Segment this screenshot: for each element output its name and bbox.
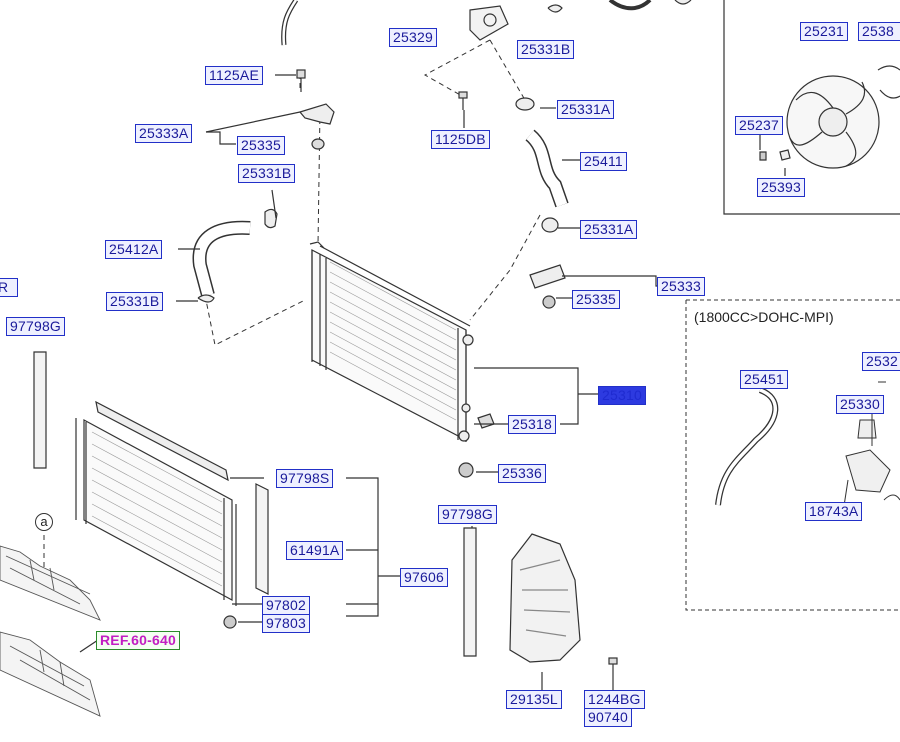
part-label-25333[interactable]: 25333 [657,277,705,296]
cooling-fan-25231 [786,75,880,169]
part-label-1244BG[interactable]: 1244BG [584,690,645,709]
part-label-18743A[interactable]: 18743A [805,502,863,521]
part-label-25310-selected[interactable]: 25310 [598,386,646,405]
part-label-25331B[interactable]: 25331B [238,164,296,183]
part-label-1125DB[interactable]: 1125DB [431,130,490,149]
part-label-25318[interactable]: 25318 [508,415,556,434]
part-label-25237[interactable]: 25237 [735,116,783,135]
part-label-61491A[interactable]: 61491A [286,541,344,560]
part-label-97798S[interactable]: 97798S [276,469,334,488]
part-label-25331B[interactable]: 25331B [517,40,575,59]
radiator-assembly [309,241,474,442]
air-guard-29135L [509,533,581,663]
engine-variant-caption: (1800CC>DOHC-MPI) [694,309,834,325]
reference-label[interactable]: REF.60-640 [96,631,180,650]
part-label-25411[interactable]: 25411 [580,152,627,171]
part-label-25451[interactable]: 25451 [740,370,788,389]
thermostat-housing [845,449,891,493]
callout-circle-a[interactable]: a [35,513,53,531]
part-label-97798G[interactable]: 97798G [6,317,66,336]
part-label-90740[interactable]: 90740 [584,708,632,727]
edge-label[interactable]: R [0,278,18,297]
part-label-25335[interactable]: 25335 [572,290,620,309]
part-label-2532x[interactable]: 2532 [862,352,900,371]
part-label-25393[interactable]: 25393 [757,178,805,197]
bolt-1125AE [296,69,306,92]
part-label-25231[interactable]: 25231 [800,22,848,41]
part-label-25330[interactable]: 25330 [836,395,884,414]
part-label-25331A[interactable]: 25331A [557,100,615,119]
part-label-25331B[interactable]: 25331B [106,292,164,311]
part-label-97798G[interactable]: 97798G [438,505,498,524]
part-label-25412A[interactable]: 25412A [105,240,163,259]
part-label-25335[interactable]: 25335 [237,136,285,155]
part-label-25336[interactable]: 25336 [498,464,546,483]
bracket-25333A [298,103,335,125]
part-label-25333A[interactable]: 25333A [135,124,193,143]
water-outlet-fitting [469,5,509,41]
part-label-97802[interactable]: 97802 [262,596,310,615]
part-label-2538x[interactable]: 2538 [858,22,900,41]
part-label-97803[interactable]: 97803 [262,614,310,633]
part-label-25329[interactable]: 25329 [389,28,437,47]
part-label-1125AE[interactable]: 1125AE [205,66,263,85]
part-label-29135L[interactable]: 29135L [506,690,562,709]
part-label-97606[interactable]: 97606 [400,568,448,587]
condenser-assembly [75,400,237,629]
part-label-25331A[interactable]: 25331A [580,220,638,239]
